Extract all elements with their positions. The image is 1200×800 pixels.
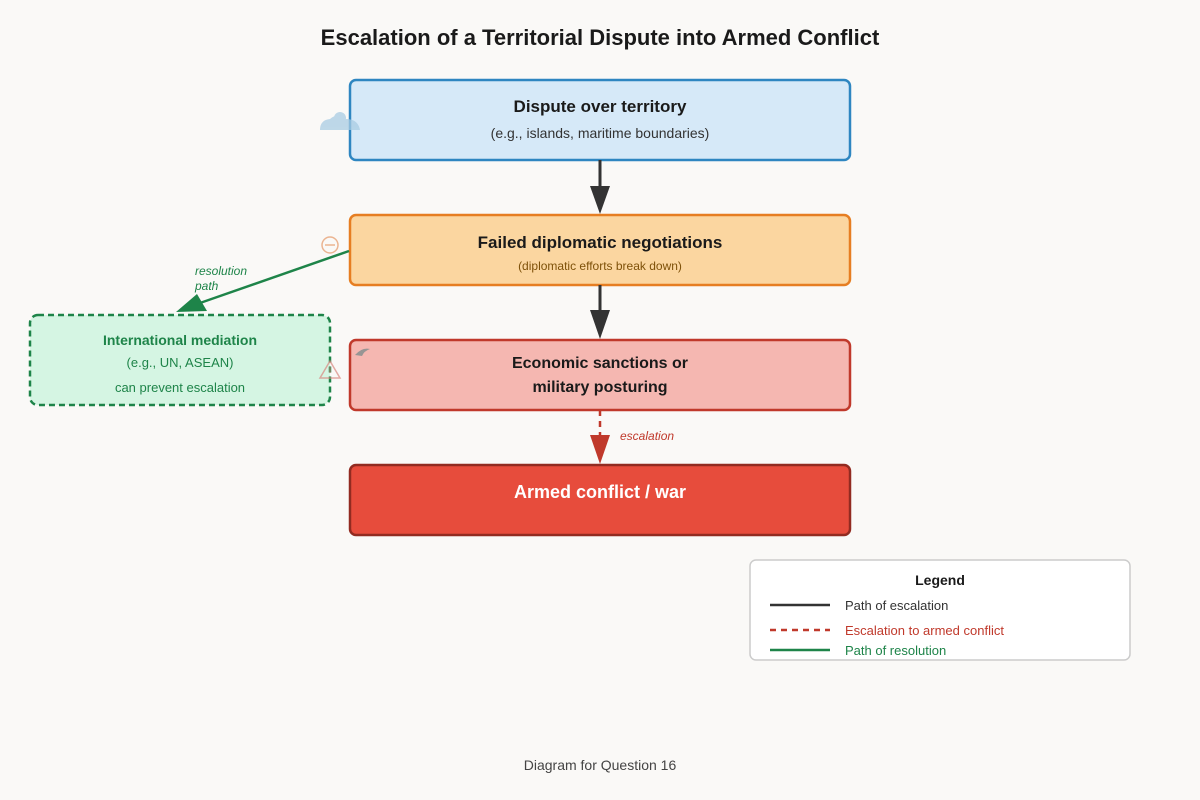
node-mediation-title: International mediation [103,332,257,348]
arrow-dispute-to-negotiations [590,160,610,214]
node-negotiations-subtitle: (diplomatic efforts break down) [518,259,682,273]
node-war-title: Armed conflict / war [514,482,686,502]
page-title: Escalation of a Territorial Dispute into… [321,25,880,50]
legend-box [749,559,1131,661]
resolution-path-label-line2: path [194,279,219,293]
node-sanctions: Economic sanctions or military posturing [348,338,852,412]
escalation-label: escalation [620,429,674,443]
arrow-negotiations-to-sanctions [590,285,610,339]
node-negotiations-title: Failed diplomatic negotiations [478,233,723,252]
cloud-icon [320,112,360,130]
node-negotiations: Failed diplomatic negotiations (diplomat… [348,213,852,287]
node-mediation: International mediation (e.g., UN, ASEAN… [28,313,332,407]
minus-circle-icon [321,236,339,254]
node-war-box [348,463,852,537]
legend: Legend Path of escalation Escalation to … [749,559,1131,661]
node-mediation-line2: can prevent escalation [115,380,245,395]
legend-item-escalation: Path of escalation [845,598,948,613]
node-war: Armed conflict / war [348,463,852,537]
legend-title: Legend [915,572,965,588]
node-dispute-box [348,78,852,162]
node-sanctions-box [348,338,852,412]
legend-item-armed-conflict: Escalation to armed conflict [845,623,1004,638]
resolution-path-label-line1: resolution [195,264,247,278]
warning-triangle-icon [318,359,342,379]
arrow-escalation-to-war [590,410,610,464]
node-dispute-title: Dispute over territory [514,97,687,116]
bird-icon [355,348,370,356]
caption: Diagram for Question 16 [524,757,677,773]
node-sanctions-line1: Economic sanctions or [512,355,688,372]
arrow-resolution-path [176,249,350,312]
legend-item-resolution: Path of resolution [845,643,946,658]
node-dispute-subtitle: (e.g., islands, maritime boundaries) [491,125,710,141]
node-dispute: Dispute over territory (e.g., islands, m… [348,78,852,162]
node-sanctions-line2: military posturing [532,379,667,396]
node-mediation-line1: (e.g., UN, ASEAN) [127,355,234,370]
